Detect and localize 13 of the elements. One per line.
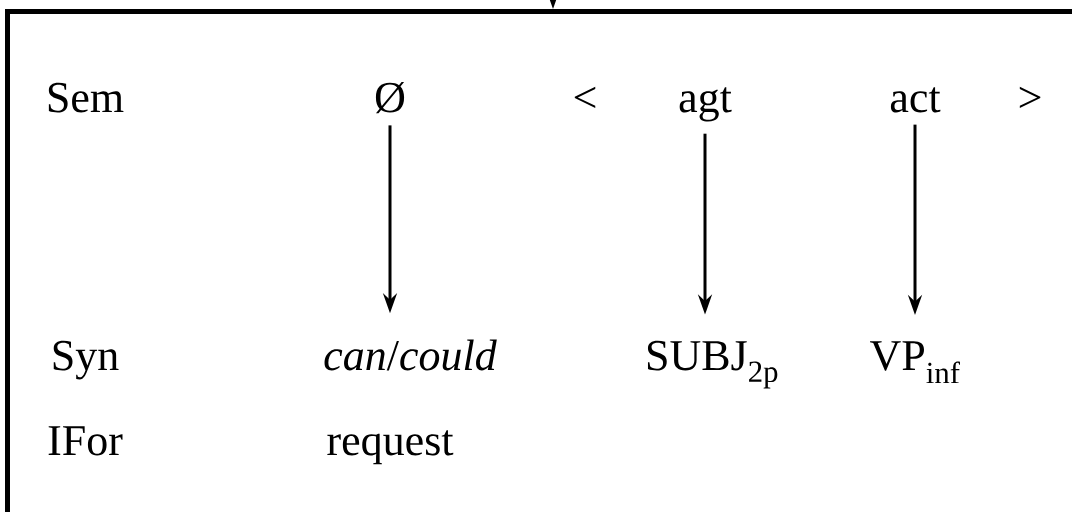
label-text: Sem — [48, 82, 124, 113]
term-text: act — [890, 87, 941, 113]
label-text: IFor — [48, 426, 123, 456]
frame-box — [5, 9, 1072, 512]
term-text: VP$_{inf}$ — [870, 341, 960, 384]
term-text: agt — [679, 87, 732, 122]
label-text: Syn — [53, 340, 119, 380]
label-text: < — [574, 86, 596, 108]
label-text: request — [327, 430, 454, 465]
term-text: Ø — [375, 82, 405, 114]
label-text: > — [1019, 86, 1041, 108]
term-text: SUBJ$_{2p}$ — [647, 340, 778, 389]
term-text: can/could — [324, 339, 497, 371]
